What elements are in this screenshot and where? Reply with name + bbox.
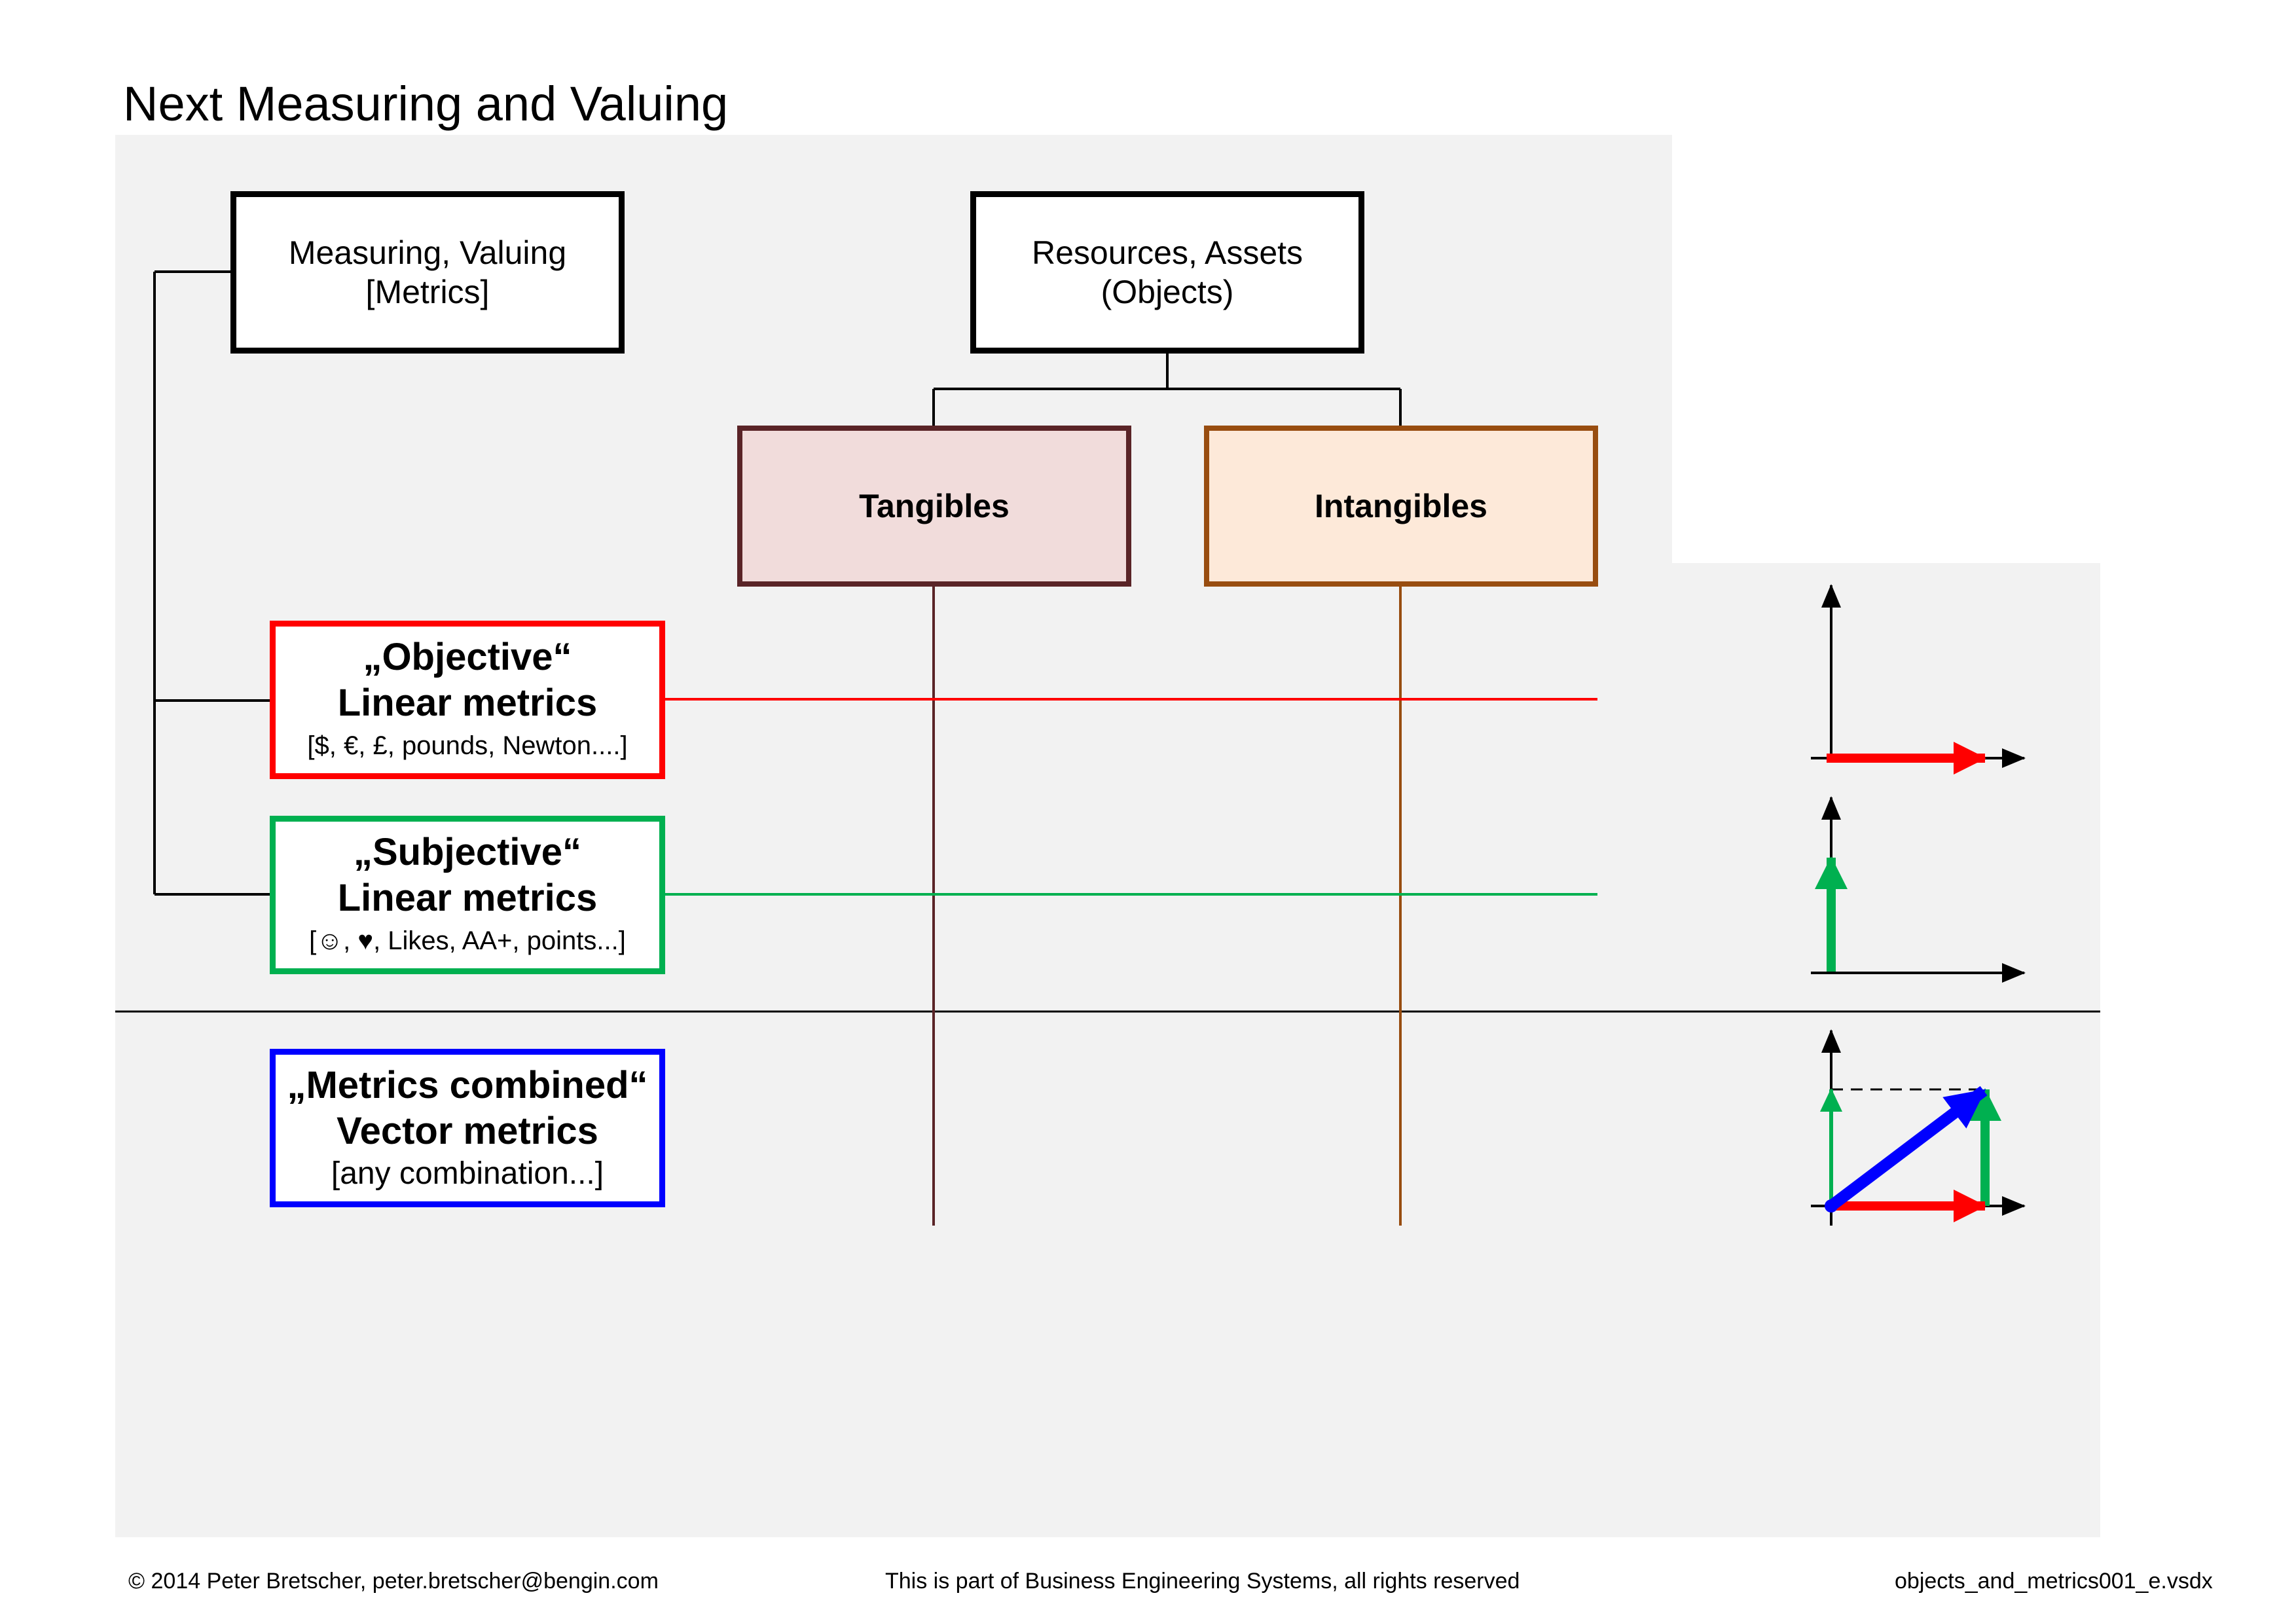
subjective-metrics-box: „Subjective“ Linear metrics [☺, ♥, Likes… (270, 816, 665, 974)
combined-title: „Metrics combined“ (287, 1064, 648, 1106)
objective-title: „Objective“ (363, 636, 572, 678)
footer-rights: This is part of Business Engineering Sys… (885, 1569, 1520, 1594)
measuring-valuing-box: Measuring, Valuing [Metrics] (230, 191, 625, 354)
combined-metrics-box: „Metrics combined“ Vector metrics [any c… (270, 1049, 665, 1207)
intangibles-box: Intangibles (1204, 426, 1598, 587)
tangibles-label: Tangibles (859, 488, 1010, 524)
measuring-box-line2: [Metrics] (365, 274, 490, 310)
subjective-title: „Subjective“ (353, 831, 582, 873)
measuring-box-line1: Measuring, Valuing (288, 234, 567, 271)
combined-examples: [any combination...] (331, 1156, 604, 1191)
tangibles-box: Tangibles (737, 426, 1131, 587)
resources-box-line2: (Objects) (1101, 274, 1234, 310)
footer-copyright: © 2014 Peter Bretscher, peter.bretscher@… (128, 1569, 659, 1594)
combined-subtitle: Vector metrics (337, 1110, 598, 1152)
objective-subtitle: Linear metrics (337, 682, 598, 724)
combined-vector-icon (1811, 1029, 2026, 1226)
metrics-connector (153, 270, 271, 896)
intangibles-label: Intangibles (1315, 488, 1487, 524)
objective-examples: [$, €, £, pounds, Newton....] (307, 731, 628, 760)
subjective-examples: [☺, ♥, Likes, AA+, points...] (309, 926, 626, 955)
page-title: Next Measuring and Valuing (123, 77, 729, 131)
resources-assets-box: Resources, Assets (Objects) (970, 191, 1364, 354)
subjective-vector-icon (1811, 796, 2026, 983)
objects-connector (932, 350, 1402, 427)
objective-vector-icon (1811, 584, 2026, 775)
objective-metrics-box: „Objective“ Linear metrics [$, €, £, pou… (270, 621, 665, 779)
subjective-subtitle: Linear metrics (337, 877, 598, 919)
footer-filename: objects_and_metrics001_e.vsdx (1895, 1569, 2213, 1594)
resources-box-line1: Resources, Assets (1031, 234, 1303, 271)
